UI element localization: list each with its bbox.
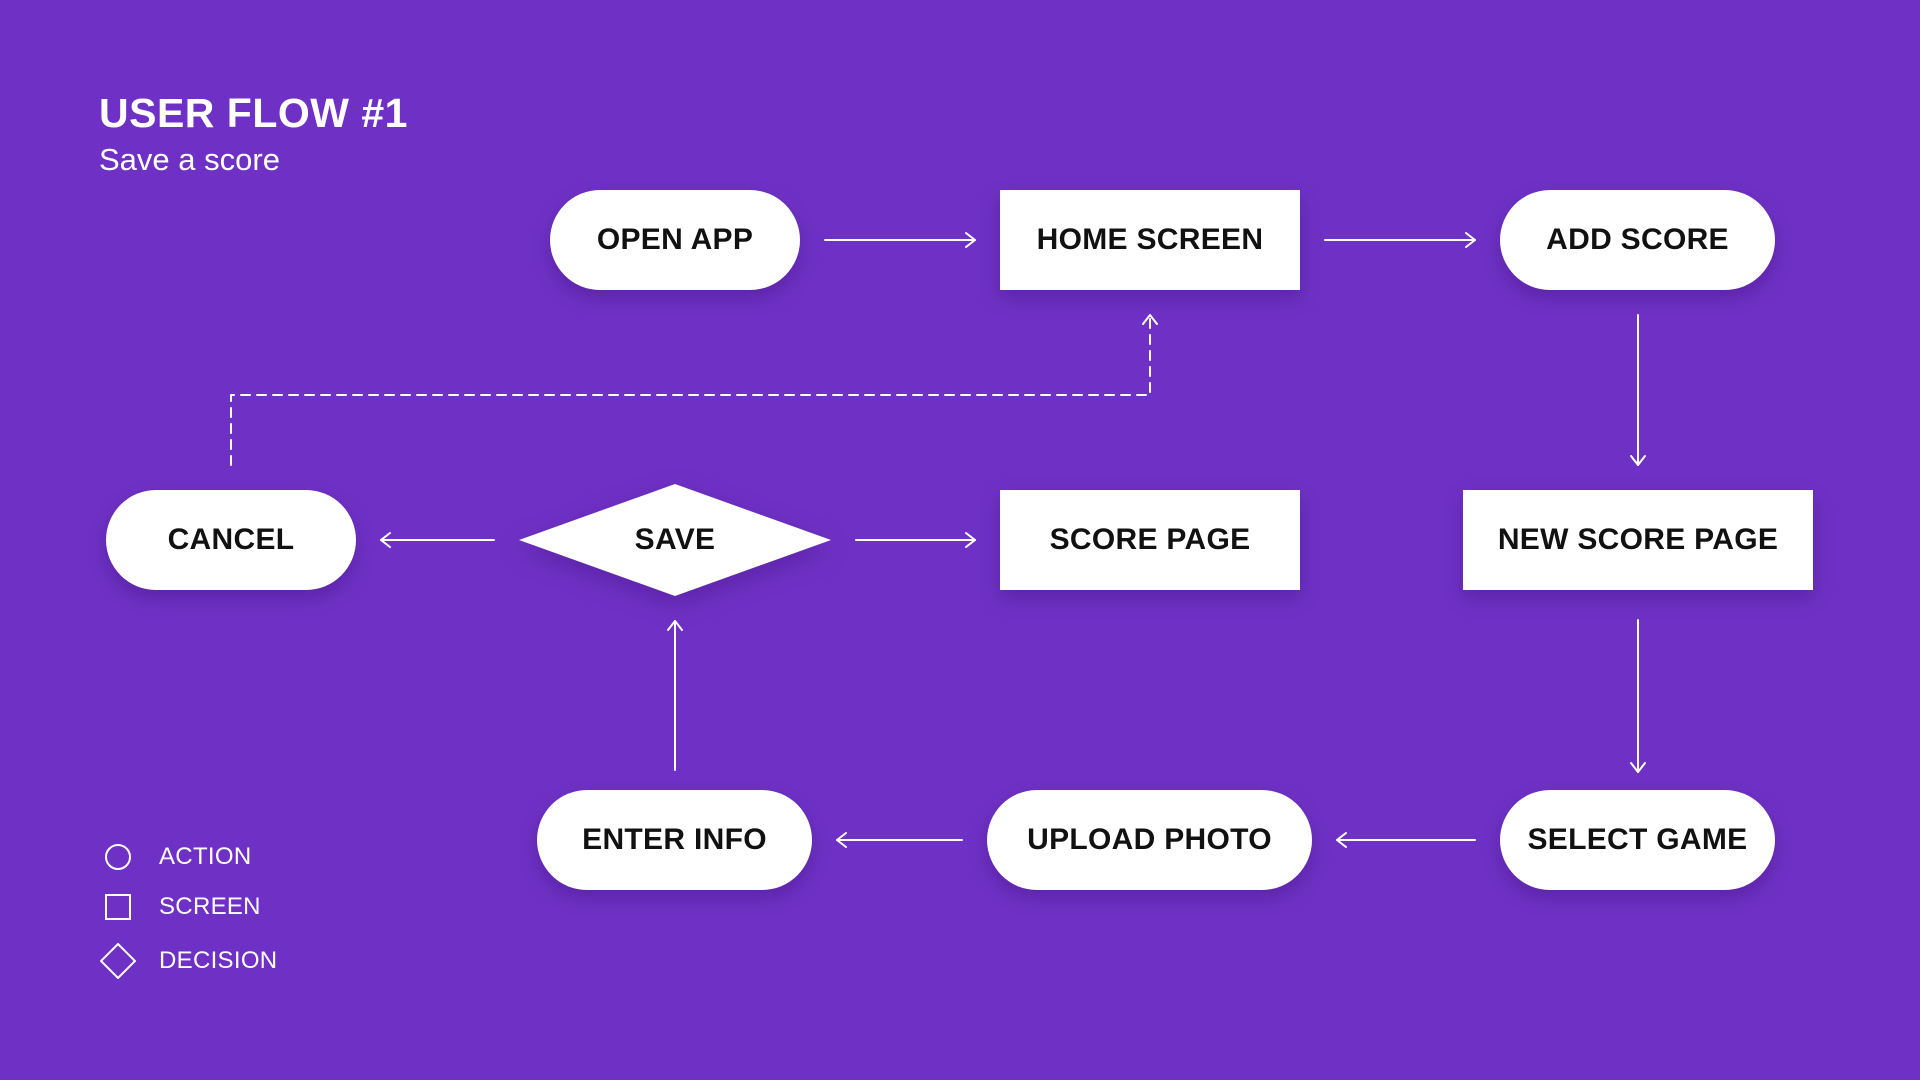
arrow-cancel-to-home-screen-dashed (230, 314, 1158, 466)
legend-item-screen: SCREEN (100, 889, 261, 925)
diamond-icon (100, 943, 136, 979)
arrow-upload-photo-to-enter-info (836, 832, 963, 848)
arrow-home-screen-to-add-score (1324, 232, 1476, 248)
diagram-title: USER FLOW #1 (99, 90, 408, 136)
square-icon (100, 889, 136, 925)
legend-label-action: ACTION (159, 843, 252, 870)
action-node-cancel: CANCEL (106, 490, 356, 590)
action-node-select-game: SELECT GAME (1500, 790, 1775, 890)
arrow-save-to-score-page (855, 532, 976, 548)
action-node-open-app: OPEN APP (550, 190, 800, 290)
legend-label-decision: DECISION (159, 947, 278, 974)
screen-node-score-page: SCORE PAGE (1000, 490, 1300, 590)
arrow-save-to-cancel (380, 532, 495, 548)
arrow-open-app-to-home-screen (824, 232, 976, 248)
arrow-new-score-page-to-select-game (1630, 619, 1646, 773)
arrow-select-game-to-upload-photo (1336, 832, 1476, 848)
action-node-upload-photo: UPLOAD PHOTO (987, 790, 1312, 890)
legend-item-decision: DECISION (100, 943, 277, 979)
screen-node-home-screen: HOME SCREEN (1000, 190, 1300, 290)
action-node-enter-info: ENTER INFO (537, 790, 812, 890)
arrow-add-score-to-new-score-page (1630, 314, 1646, 466)
arrow-enter-info-to-save (667, 620, 683, 771)
legend-item-action: ACTION (100, 839, 251, 875)
decision-node-save-label: SAVE (634, 523, 716, 556)
decision-node-save: SAVE (519, 484, 831, 596)
diamond-shape (519, 484, 831, 596)
legend-label-screen: SCREEN (159, 893, 261, 920)
diagram-subtitle: Save a score (99, 142, 280, 177)
circle-icon (100, 839, 136, 875)
screen-node-new-score-page: NEW SCORE PAGE (1463, 490, 1813, 590)
action-node-add-score: ADD SCORE (1500, 190, 1775, 290)
